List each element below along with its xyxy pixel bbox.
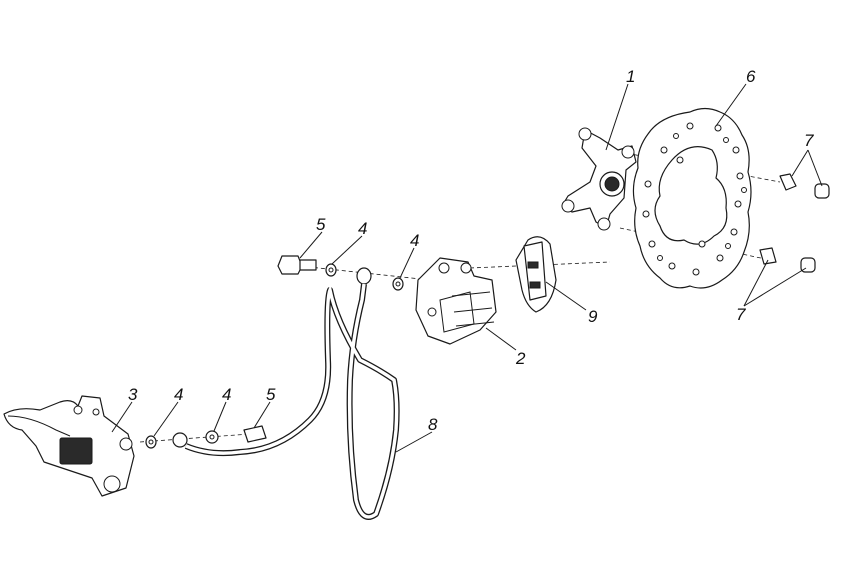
leader-lines <box>111 83 823 453</box>
master-cylinder <box>3 395 135 497</box>
callout-hose: 8 <box>428 415 438 434</box>
washers <box>145 263 404 449</box>
callout-labels: 1 6 7 7 9 2 5 4 4 8 3 4 4 5 <box>128 67 814 434</box>
callout-disc: 6 <box>746 67 756 86</box>
callout-washer-b: 4 <box>410 231 419 250</box>
brake-pads <box>515 236 557 313</box>
callout-washer-c: 4 <box>174 385 183 404</box>
callout-washer-d: 4 <box>222 385 231 404</box>
callout-hub: 1 <box>626 67 635 86</box>
callout-screws-top: 7 <box>804 131 814 150</box>
callout-screws-bottom: 7 <box>736 305 746 324</box>
callout-banjo-bolt-top: 5 <box>316 215 326 234</box>
disc-screws <box>759 173 830 273</box>
banjo-bolts <box>243 255 317 443</box>
callout-washer-a: 4 <box>358 219 367 238</box>
callout-banjo-bolt-bottom: 5 <box>266 385 276 404</box>
callout-pads: 9 <box>588 307 598 326</box>
brake-caliper <box>415 257 497 345</box>
hub-carrier <box>561 127 637 231</box>
brake-hose <box>172 267 400 520</box>
brake-disc <box>632 107 752 289</box>
callout-master-cylinder: 3 <box>128 385 138 404</box>
callout-caliper: 2 <box>515 349 526 368</box>
